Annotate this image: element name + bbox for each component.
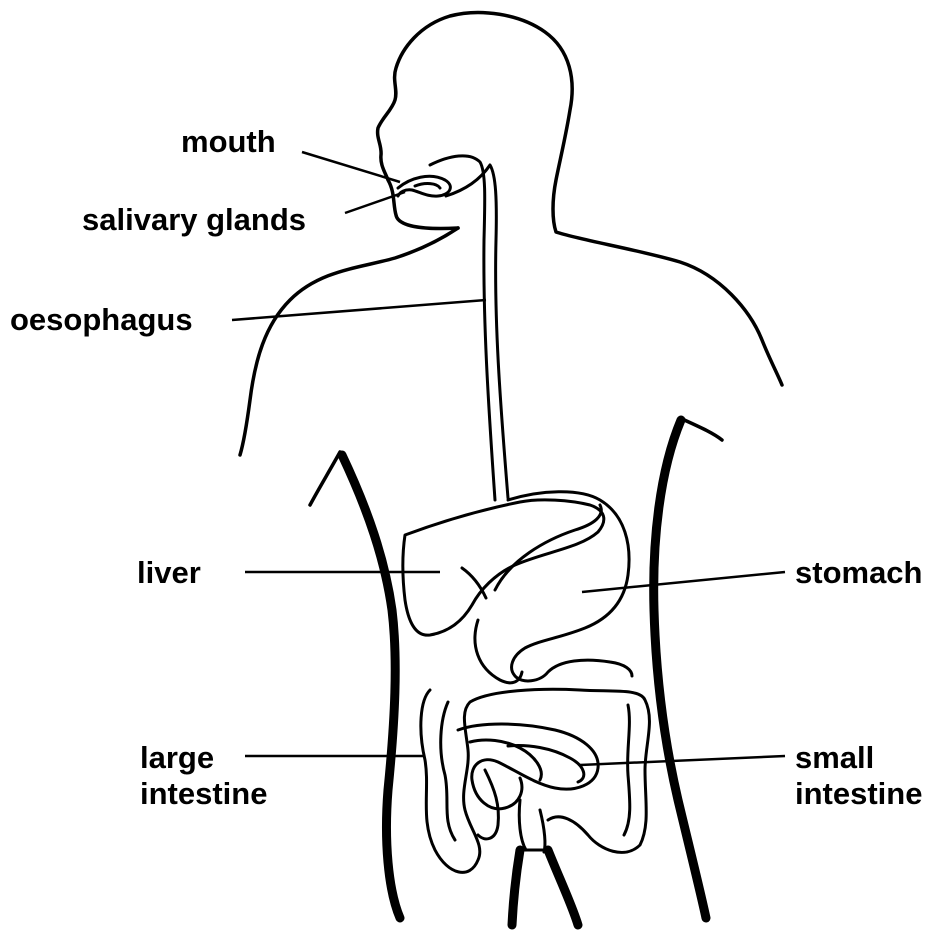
mouth-cavity-inner (415, 184, 440, 188)
label-small-intestine: small intestine (795, 740, 922, 812)
liver-lobe-line (462, 568, 486, 598)
label-salivary-glands-text: salivary glands (82, 202, 306, 238)
duodenum (475, 620, 522, 683)
left-shoulder-outline (240, 228, 458, 455)
label-oesophagus: oesophagus (10, 302, 193, 338)
liver-shape (403, 500, 604, 635)
stomach-leader (582, 572, 785, 592)
left-waist-outline (310, 452, 340, 505)
mouth-leader (302, 152, 400, 182)
large-intestine-inner (441, 702, 455, 840)
large-intestine-inner-right (624, 705, 630, 835)
label-liver-text: liver (137, 555, 201, 591)
body-outline (378, 13, 782, 385)
small-intestine-loop-2 (508, 746, 584, 783)
label-mouth: mouth (181, 124, 276, 160)
label-salivary-glands: salivary glands (82, 202, 306, 238)
right-waist-outline (680, 418, 722, 440)
label-mouth-text: mouth (181, 124, 276, 160)
stomach-inner (495, 505, 601, 590)
right-waist-thick (654, 420, 706, 918)
right-leg-outline (548, 850, 578, 925)
mouth-cavity (398, 176, 450, 196)
stomach-shape (508, 492, 632, 681)
oesophagus-tube-right (446, 165, 508, 498)
left-waist-thick (342, 455, 400, 918)
oesophagus-leader (232, 300, 486, 320)
oesophagus-tube-left (430, 156, 495, 500)
small-intestine-shape (458, 724, 598, 809)
label-stomach: stomach (795, 555, 922, 591)
label-large-intestine-line-1: large (140, 740, 267, 776)
small-intestine-leader (580, 756, 785, 765)
rectum (519, 800, 546, 852)
left-leg-outline (512, 850, 520, 925)
label-large-intestine: large intestine (140, 740, 267, 812)
label-small-intestine-line-1: small (795, 740, 922, 776)
label-stomach-text: stomach (795, 555, 922, 591)
label-liver: liver (137, 555, 201, 591)
label-oesophagus-text: oesophagus (10, 302, 193, 338)
label-large-intestine-line-2: intestine (140, 776, 267, 812)
label-small-intestine-line-2: intestine (795, 776, 922, 812)
